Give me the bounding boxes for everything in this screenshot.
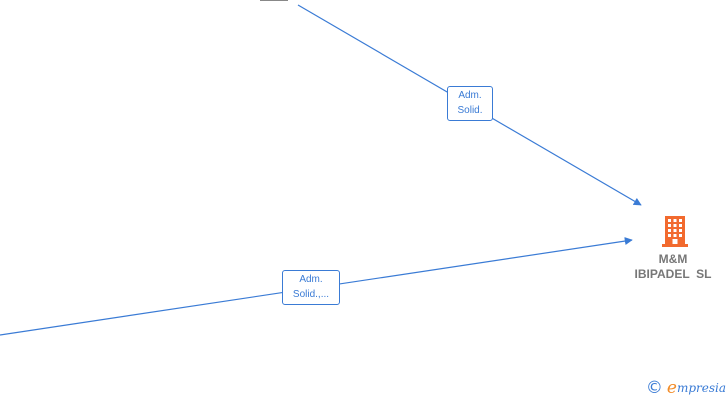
relation-label-2[interactable]: Adm. Solid.,... xyxy=(282,270,340,305)
partial-node-top[interactable] xyxy=(260,0,288,1)
building-icon[interactable] xyxy=(657,213,693,249)
brand-logo-text: mpresia xyxy=(676,381,726,395)
relation-label-1-line1: Adm. xyxy=(458,90,482,101)
company-node-label[interactable]: M&M IBIPADEL SL xyxy=(618,252,728,282)
relation-label-2-line1: Adm. xyxy=(299,274,323,285)
brand-watermark: © e mpresia xyxy=(646,379,726,397)
relation-label-1[interactable]: Adm. Solid. xyxy=(447,86,493,121)
copyright-icon: © xyxy=(645,378,663,398)
company-name-line2: IBIPADEL SL xyxy=(634,267,712,281)
relation-label-2-line2: Solid.,... xyxy=(292,289,330,300)
relation-label-1-line2: Solid. xyxy=(457,105,483,116)
company-name-line1: M&M xyxy=(658,252,688,266)
brand-logo-initial: e xyxy=(666,378,677,398)
